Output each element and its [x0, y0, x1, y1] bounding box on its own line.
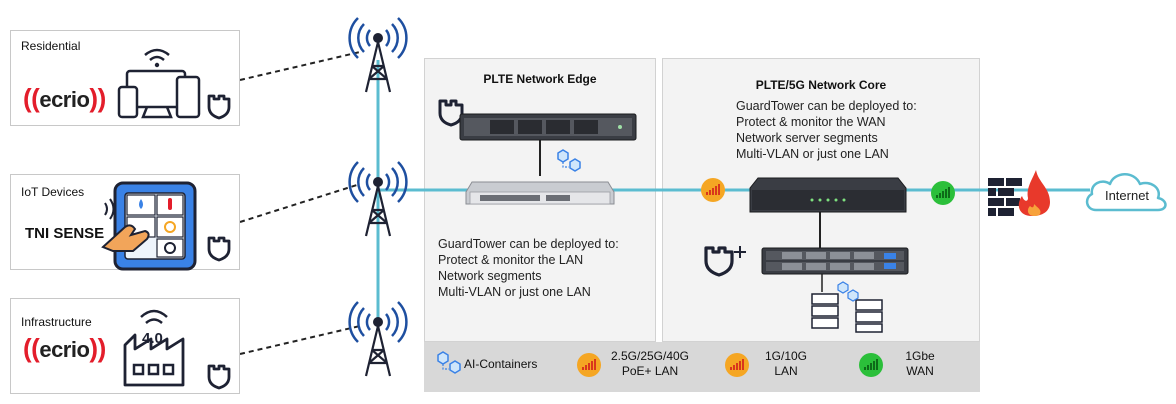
legend-wan-line-2: WAN — [906, 364, 934, 378]
core-server-icon — [761, 247, 909, 275]
firewall-icon — [988, 170, 1050, 216]
legend-poe-label: 2.5G/25G/40G PoE+ LAN — [604, 349, 696, 379]
core-title: PLTE/5G Network Core — [755, 78, 887, 92]
legend-bar — [424, 342, 980, 392]
signal-icon-orange — [577, 353, 601, 377]
legend-wan-label: 1Gbe WAN — [896, 349, 944, 379]
segment-label-infrastructure: Infrastructure — [21, 315, 92, 329]
factory-icon: 4.0 — [123, 309, 185, 387]
signal-icon-green — [859, 353, 883, 377]
edge-server-icon — [459, 113, 637, 141]
signal-badge-orange — [701, 178, 725, 202]
edge-line-4: Multi-VLAN or just one LAN — [438, 285, 591, 299]
core-line-1: GuardTower can be deployed to: — [736, 99, 917, 113]
internet-label: Internet — [1104, 188, 1150, 203]
shield-icon — [207, 94, 231, 120]
container-icon — [557, 149, 581, 172]
segment-label-residential: Residential — [21, 39, 81, 53]
signal-icon-orange — [725, 353, 749, 377]
brand-text: ecrio — [39, 337, 90, 362]
brand-text: ecrio — [39, 87, 90, 112]
core-line-2: Protect & monitor the WAN — [736, 115, 886, 129]
shield-icon — [207, 364, 231, 390]
edge-line-1: GuardTower can be deployed to: — [438, 237, 619, 251]
ecrio-logo: ((ecrio)) — [23, 333, 106, 363]
legend-wan-line-1: 1Gbe — [905, 349, 935, 363]
legend-lan-line-2: LAN — [774, 364, 798, 378]
home-devices-icon — [117, 48, 201, 119]
cell-tower-icon — [348, 301, 408, 377]
core-line-3: Network server segments — [736, 131, 878, 145]
shield-plus-icon — [704, 246, 746, 277]
signal-badge-green — [931, 181, 955, 205]
edge-description: GuardTower can be deployed to: Protect &… — [438, 236, 652, 300]
residential-box: Residential ((ecrio)) — [10, 30, 240, 126]
legend-ai-label: AI-Containers — [464, 357, 538, 371]
cloud-icon — [1085, 173, 1167, 212]
core-router-icon — [749, 177, 907, 213]
segment-label-iot: IoT Devices — [21, 185, 85, 199]
shield-icon — [438, 99, 464, 127]
tni-sense-logo: TNI SENSE — [25, 225, 105, 242]
edge-title: PLTE Network Edge — [483, 72, 597, 86]
legend-poe-line-2: PoE+ LAN — [621, 364, 679, 378]
cell-tower-icon — [348, 161, 408, 237]
core-line-4: Multi-VLAN or just one LAN — [736, 147, 889, 161]
edge-line-3: Network segments — [438, 269, 542, 283]
ecrio-logo: ((ecrio)) — [23, 83, 106, 113]
shield-icon — [207, 236, 231, 262]
edge-line-2: Protect & monitor the LAN — [438, 253, 584, 267]
iot-devices-box: IoT Devices TNI SENSE — [10, 174, 240, 271]
core-description: GuardTower can be deployed to: Protect &… — [736, 98, 976, 162]
legend-lan-line-1: 1G/10G — [764, 349, 808, 363]
cell-tower-icon — [348, 17, 408, 93]
network-switch-icon — [465, 181, 615, 205]
container-icon — [437, 351, 461, 374]
legend-poe-line-1: 2.5G/25G/40G — [610, 349, 690, 363]
infrastructure-box: Infrastructure ((ecrio)) 4.0 — [10, 298, 240, 394]
server-stack-icon — [811, 281, 883, 333]
legend-lan-label: 1G/10G LAN — [758, 349, 814, 379]
tablet-sensor-icon — [101, 181, 197, 271]
